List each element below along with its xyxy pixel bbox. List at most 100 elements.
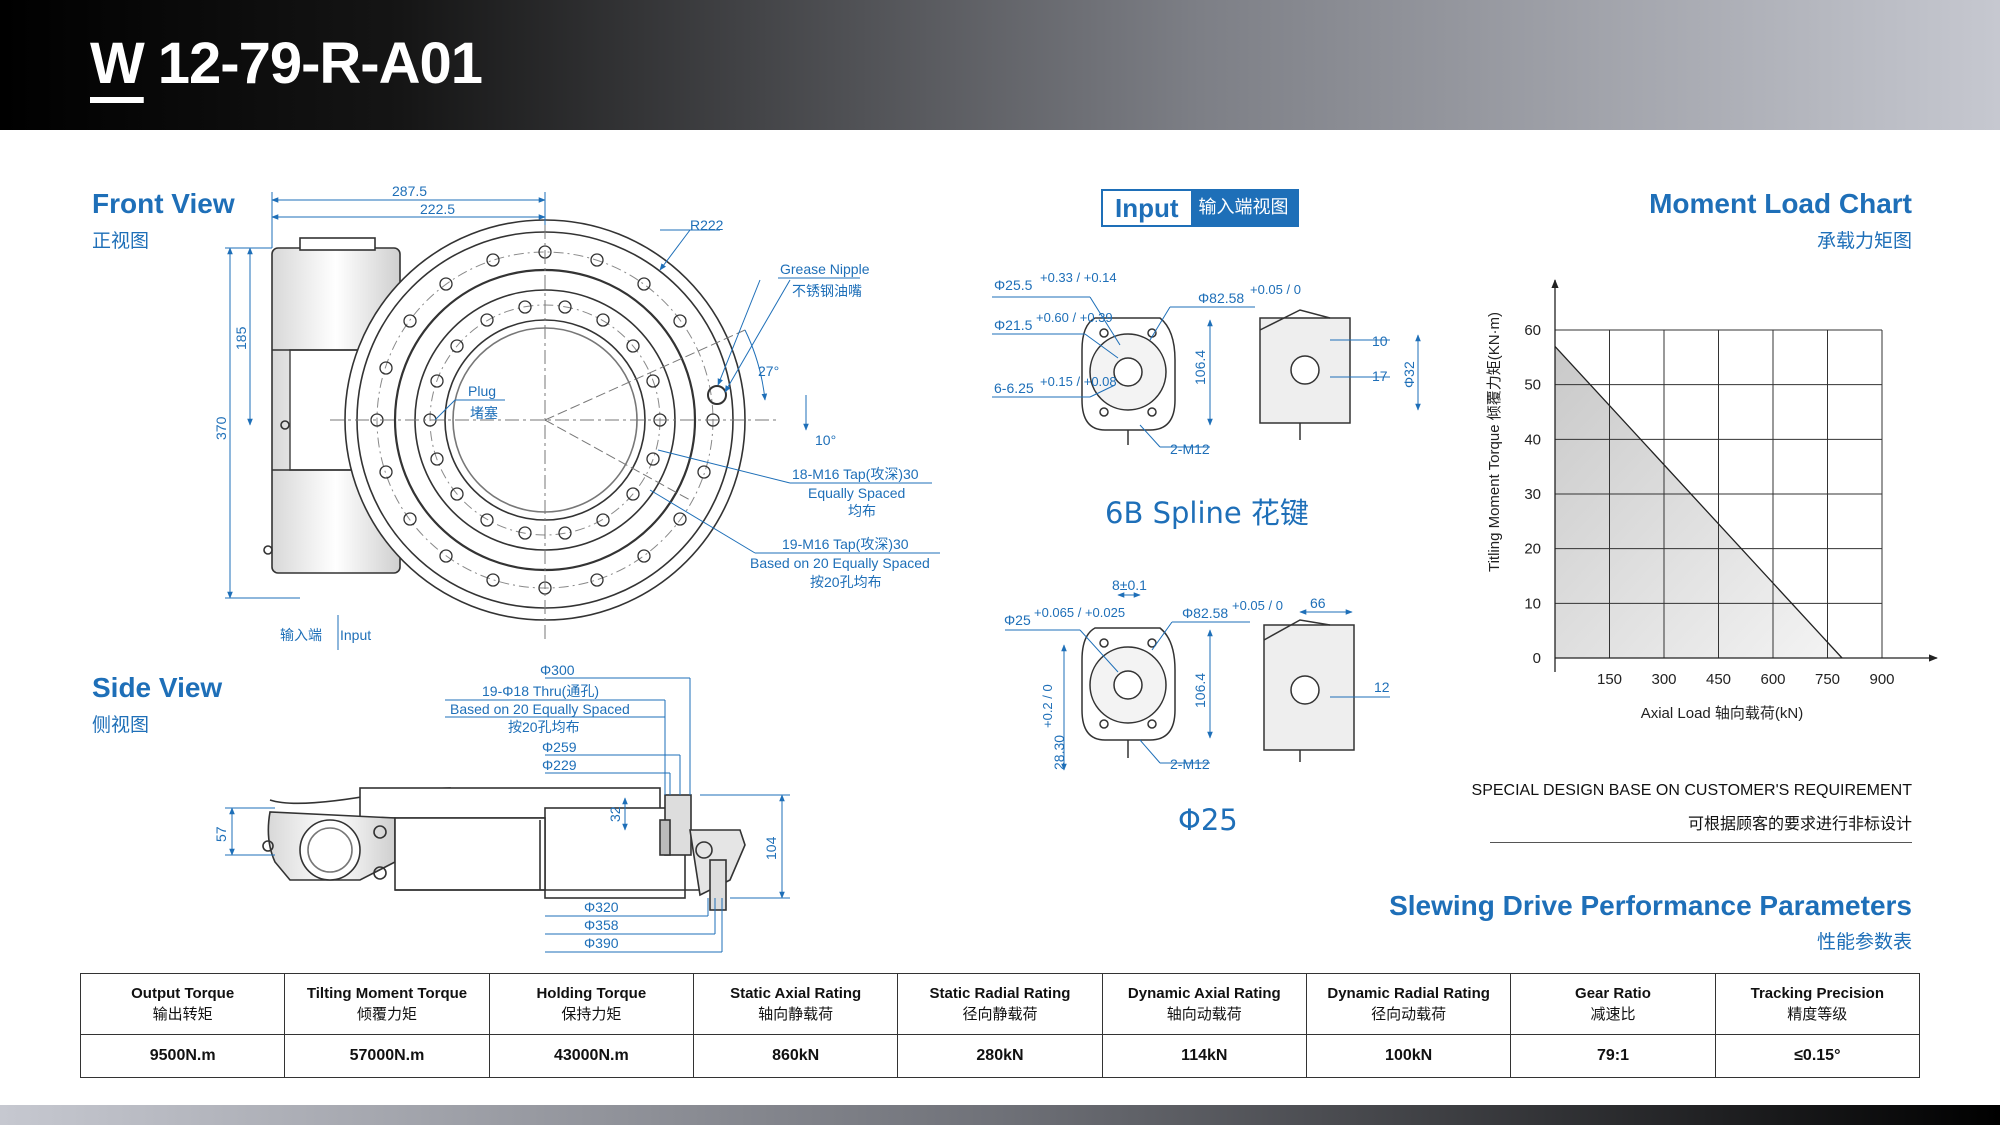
spline-1064: 106.4 xyxy=(1192,350,1208,385)
phi25-2830: 28.30 xyxy=(1051,735,1067,770)
chart-y-tick: 50 xyxy=(1524,377,1541,394)
phi25-dia-tol: +0.065 / +0.025 xyxy=(1034,605,1125,620)
input-sub-label: 输入端视图 xyxy=(1190,191,1297,225)
dim-222: 222.5 xyxy=(420,201,455,217)
table-cell: 114kN xyxy=(1101,1034,1307,1078)
thru-cn: 按20孔均布 xyxy=(508,719,580,735)
input-label: Input xyxy=(1103,191,1191,225)
dim-r222: R222 xyxy=(690,217,724,233)
performance-subtitle: 性能参数表 xyxy=(1816,931,1912,953)
phi25-m12: 2-M12 xyxy=(1170,756,1210,772)
spline-d17: 17 xyxy=(1372,368,1388,384)
dim-185: 185 xyxy=(233,326,249,350)
tap2-sub: Based on 20 Equally Spaced xyxy=(750,555,930,571)
table-cell: 280kN xyxy=(897,1034,1103,1078)
phi25-caption: Φ25 xyxy=(1178,803,1238,837)
footer-bar xyxy=(0,1105,2000,1125)
side-view-labels: Φ300 19-Φ18 Thru(通孔) Based on 20 Equally… xyxy=(213,662,779,951)
table-cell: 860kN xyxy=(692,1034,899,1078)
front-view-dimensions xyxy=(225,192,940,650)
spline-phi255: Φ25.5 xyxy=(994,277,1033,293)
table-cell: 57000N.m xyxy=(284,1034,490,1078)
dim-32: 32 xyxy=(607,806,623,822)
chart-x-tick: 900 xyxy=(1869,671,1894,688)
side-view-drawing xyxy=(262,787,746,911)
front-view-labels: 287.5 222.5 R222 Grease Nipple 不锈钢油嘴 27°… xyxy=(213,183,930,643)
thru-sub: Based on 20 Equally Spaced xyxy=(450,701,630,717)
spline-625-tol: +0.15 / +0.08 xyxy=(1040,374,1117,389)
phi25-key: 8±0.1 xyxy=(1112,577,1147,593)
spline-phi32: Φ32 xyxy=(1401,361,1417,388)
dim-287: 287.5 xyxy=(392,183,427,199)
chart-x-label: Axial Load 轴向载荷(kN) xyxy=(1641,705,1804,722)
table-cell: 9500N.m xyxy=(79,1034,286,1078)
phi25-phi8258-tol: +0.05 / 0 xyxy=(1232,598,1283,613)
dim-phi358: Φ358 xyxy=(584,917,619,933)
phi25-dia: Φ25 xyxy=(1004,612,1031,628)
chart-y-tick: 60 xyxy=(1524,322,1541,339)
special-design-note: SPECIAL DESIGN BASE ON CUSTOMER'S REQUIR… xyxy=(1471,782,1912,799)
chart-x-tick: 300 xyxy=(1651,671,1676,688)
dim-104: 104 xyxy=(763,836,779,860)
front-view-subtitle: 正视图 xyxy=(92,230,150,252)
spline-phi255-tol: +0.33 / +0.14 xyxy=(1040,270,1117,285)
thru-label: 19-Φ18 Thru(通孔) xyxy=(482,683,599,699)
tap1-sub: Equally Spaced xyxy=(808,485,905,501)
dim-phi320: Φ320 xyxy=(584,899,619,915)
side-view-subtitle: 侧视图 xyxy=(92,714,150,736)
side-view-dimensions xyxy=(225,677,790,953)
table-value-row: 9500N.m 57000N.m 43000N.m 860kN 280kN 11… xyxy=(79,1034,1921,1078)
chart-y-label: Titling Moment Torque 倾覆力矩(KN·m) xyxy=(1486,312,1503,572)
table-cell: ≤0.15° xyxy=(1714,1034,1921,1078)
phi25-d12: 12 xyxy=(1374,679,1390,695)
note-divider xyxy=(1490,842,1912,843)
chart-x-ticks: 150 300 450 600 750 900 xyxy=(1597,671,1895,688)
chart-x-tick: 150 xyxy=(1597,671,1622,688)
input-view-label: Input 输入端视图 xyxy=(1101,189,1299,227)
input-en-label: Input xyxy=(340,627,371,643)
input-cn-label: 输入端 xyxy=(280,627,322,643)
dim-57: 57 xyxy=(213,826,229,842)
special-design-note-cn: 可根据顾客的要求进行非标设计 xyxy=(1687,816,1912,833)
grease-label: Grease Nipple xyxy=(780,261,870,277)
phi25-2830-tol: +0.2 / 0 xyxy=(1040,684,1055,728)
spline-625: 6-6.25 xyxy=(994,380,1034,396)
chart-x-tick: 450 xyxy=(1706,671,1731,688)
chart-x-tick: 750 xyxy=(1815,671,1840,688)
spline-phi215-tol: +0.60 / +0.39 xyxy=(1036,310,1113,325)
phi25-view-labels: 8±0.1 Φ25 +0.065 / +0.025 Φ82.58 +0.05 /… xyxy=(1004,577,1390,772)
spline-d10: 10 xyxy=(1372,333,1388,349)
plug-label-cn: 堵塞 xyxy=(470,405,498,421)
angle-27: 27° xyxy=(758,363,779,379)
table-cell: 79:1 xyxy=(1510,1034,1716,1078)
plug-label: Plug xyxy=(468,383,496,399)
phi25-d66: 66 xyxy=(1310,595,1326,611)
spline-phi8258: Φ82.58 xyxy=(1198,290,1244,306)
dim-phi390: Φ390 xyxy=(584,935,619,951)
tap2-cn: 按20孔均布 xyxy=(810,574,882,590)
spline-view-dimensions xyxy=(992,296,1421,448)
tap1-cn: 均布 xyxy=(848,503,876,519)
table-cell: 43000N.m xyxy=(488,1034,694,1078)
performance-title: Slewing Drive Performance Parameters xyxy=(1389,890,1912,921)
chart-x-tick: 600 xyxy=(1760,671,1785,688)
spline-view-labels: Φ25.5 +0.33 / +0.14 Φ21.5 +0.60 / +0.39 … xyxy=(994,270,1417,457)
front-view-drawing xyxy=(263,200,780,640)
chart-grid xyxy=(1555,329,1883,658)
moment-chart-subtitle: 承载力矩图 xyxy=(1816,230,1912,252)
chart-load-line xyxy=(1554,345,1843,659)
side-view-title: Side View xyxy=(92,672,223,703)
chart-y-tick: 40 xyxy=(1524,431,1541,448)
